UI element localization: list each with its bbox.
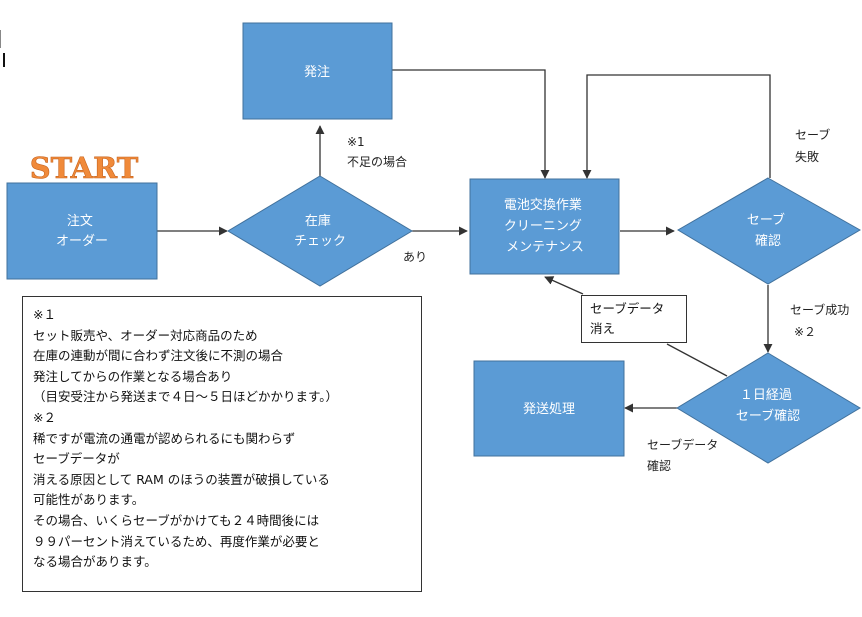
node-stock-check-label: 在庫 チェック [294, 214, 346, 249]
note-line: セーブデータが [33, 451, 120, 467]
text-cursor [3, 53, 5, 67]
note-line: ※２ [33, 409, 56, 425]
edge-save-fail-loop [582, 74, 771, 179]
notes-box: ※１ セット販売や、オーダー対応商品のため 在庫の連動が間に合わず注文後に不測の… [22, 296, 422, 592]
node-day-check [676, 352, 861, 464]
node-order-out-label: 発注 [304, 65, 330, 80]
edge-data-lost-from-day [666, 343, 728, 377]
note-line: 消える原因として RAM のほうの装置が破損している [33, 471, 330, 487]
node-work-label: 電池交換作業 クリーニング メンテナンス [504, 197, 586, 255]
node-stock-check [227, 175, 413, 287]
node-work [469, 178, 620, 275]
note-line: なる場合があります。 [33, 554, 157, 570]
label-in-stock: あり [403, 250, 427, 264]
note-line: セット販売や、オーダー対応商品のため [33, 327, 258, 343]
node-save-check-label: セーブ 確認 [747, 212, 789, 249]
node-shipping [473, 360, 625, 457]
edge-order-out-to-work [392, 69, 550, 179]
note-line: 稀ですが電流の通電が認められるにも関わらず [33, 430, 296, 446]
edge-data-lost-to-work [544, 276, 584, 295]
node-order-out [242, 22, 393, 120]
label-save-fail: セーブ 失敗 [795, 127, 834, 164]
note-line: （目安受注から発送まで４日～５日ほどかかります。） [33, 389, 339, 405]
label-shortage: ※1 不足の場合 [347, 135, 407, 169]
note-line: 発注してからの作業となる場合あり [33, 368, 233, 384]
node-order-in [6, 182, 158, 280]
note-line: 在庫の連動が間に合わず注文後に不測の場合 [33, 348, 284, 364]
note-line: 可能性があります。 [33, 492, 145, 508]
node-shipping-label: 発送処理 [523, 402, 575, 417]
node-order-in-label: 注文 オーダー [56, 214, 108, 249]
node-day-check-label: １日経過 セーブ確認 [736, 388, 800, 424]
data-lost-label-box: セーブデータ 消え [581, 295, 687, 343]
data-lost-label-line: セーブデータ [590, 301, 665, 316]
node-save-check [677, 177, 862, 285]
note-line: ９９パーセント消えているため、再度作業が必要と [33, 533, 320, 549]
label-save-success: セーブ成功 ※２ [790, 302, 853, 339]
note-line: ※１ [33, 307, 56, 322]
note-line: その場合、いくらセーブがかけても２４時間後には [33, 512, 320, 528]
label-data-confirmed: セーブデータ 確認 [647, 437, 722, 473]
start-label: START [30, 151, 139, 185]
data-lost-label-line: 消え [590, 321, 616, 336]
margin-mark [0, 30, 1, 48]
